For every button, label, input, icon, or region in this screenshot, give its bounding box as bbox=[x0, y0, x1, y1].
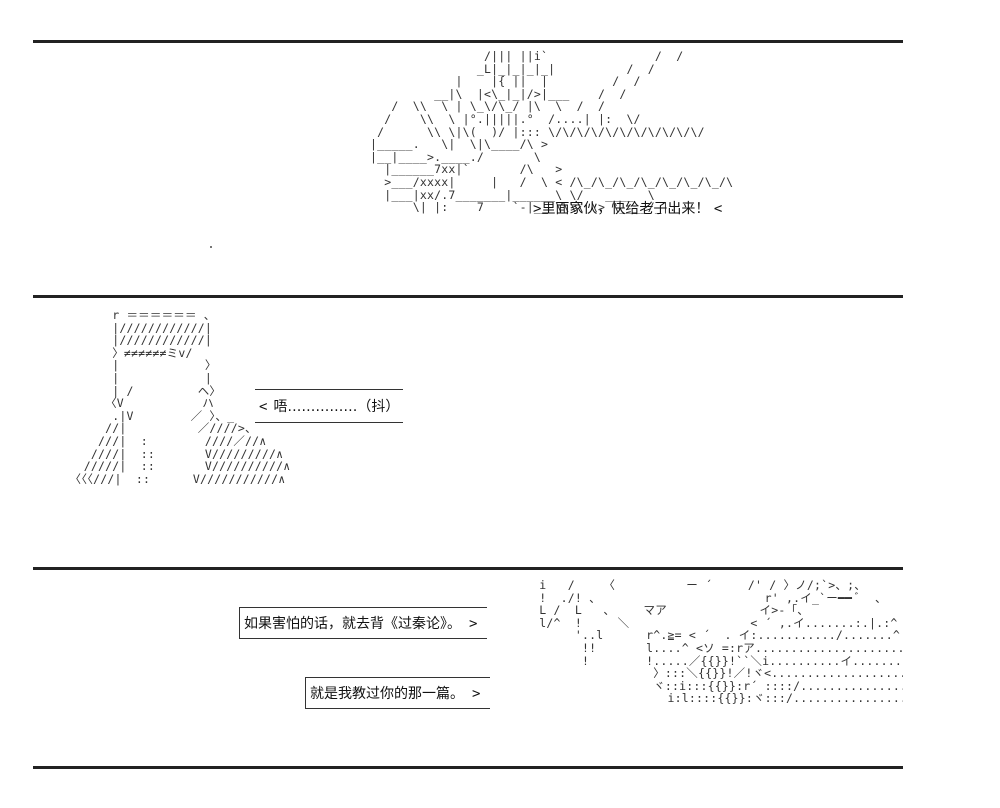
speech-bubble-shout: >里面家伙，快给老子出来！ < bbox=[533, 198, 722, 218]
speech-text-advice-1: 如果害怕的话，就去背《过秦论》。 bbox=[244, 616, 461, 632]
speech-bubble-tail: < bbox=[713, 201, 723, 217]
speech-bubble-tail: > bbox=[472, 686, 481, 702]
speech-bubble-lead: > bbox=[533, 201, 542, 217]
panel-trembling: r ＝＝＝＝＝＝ 、 |////////////| |////////////|… bbox=[33, 299, 903, 565]
speech-bubble-lead: < bbox=[259, 399, 268, 415]
panel-shouting: /||| ||i` / / _L|_|_|_|_| / / | |{ || | … bbox=[33, 44, 903, 294]
speech-bubble-advice-2: 就是我教过你的那一篇。 > bbox=[305, 677, 491, 709]
panel-divider-1 bbox=[33, 295, 903, 298]
speech-bubble-tail: > bbox=[469, 616, 478, 632]
stray-dot bbox=[210, 246, 212, 248]
panel-divider-bottom bbox=[33, 766, 903, 769]
panel-advice: 如果害怕的话，就去背《过秦论》。 > 就是我教过你的那一篇。 > i / 〈 ー ´… bbox=[33, 571, 903, 765]
ascii-art-hooded-figure: i / 〈 ー ´ /' / 〉ノ/;`>、;、 ! ./! 、 r' ,.イ_… bbox=[539, 578, 903, 706]
speech-text-tremble: 唔……………（抖） bbox=[273, 399, 400, 415]
panel-divider-2 bbox=[33, 567, 903, 570]
panel-divider-top bbox=[33, 40, 903, 43]
ascii-art-trembling-figure: r ＝＝＝＝＝＝ 、 |////////////| |////////////|… bbox=[69, 308, 291, 486]
speech-bubble-advice-1: 如果害怕的话，就去背《过秦论》。 > bbox=[239, 607, 488, 639]
speech-bubble-tremble: < 唔……………（抖） bbox=[255, 389, 404, 423]
speech-text-advice-2: 就是我教过你的那一篇。 bbox=[310, 686, 464, 702]
ascii-art-shouting-figure: /||| ||i` / / _L|_|_|_|_| / / | |{ || | … bbox=[369, 49, 734, 215]
speech-text-shout: 里面家伙，快给老子出来！ bbox=[541, 201, 710, 217]
